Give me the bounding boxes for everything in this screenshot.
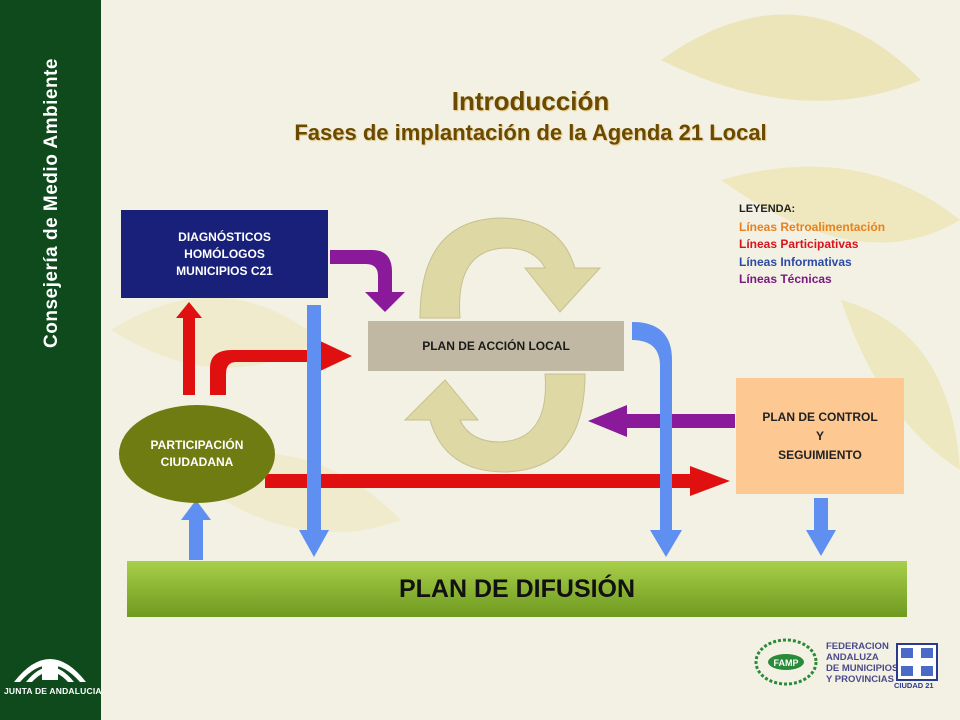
purple-arrow-curved: [330, 250, 405, 312]
blue-arrow-down-right: [806, 498, 836, 556]
ciudad21-logo: [896, 643, 938, 681]
plan-accion-box: PLAN DE ACCIÓN LOCAL: [368, 321, 624, 371]
famp-text: FEDERACION ANDALUZA DE MUNICIPIOS Y PROV…: [826, 641, 899, 685]
page-title: Introducción: [451, 86, 610, 116]
red-arrow-horizontal: [265, 466, 730, 496]
blue-arrow-down-left: [299, 305, 329, 557]
red-arrow-curved: [210, 340, 352, 395]
page-subtitle: Fases de implantación de la Agenda 21 Lo…: [294, 120, 767, 145]
famp-badge: FAMP: [773, 658, 798, 668]
legend: LEYENDA: Líneas Retroalimentación Líneas…: [739, 201, 885, 289]
plan-control-box: PLAN DE CONTROL Y SEGUIMIENTO: [736, 378, 904, 494]
legend-item-retroalimentacion: Líneas Retroalimentación: [739, 219, 886, 234]
blue-arrow-curved-right: [632, 322, 682, 557]
cycle-arrow-top: [419, 217, 602, 319]
plan-difusion-bar: PLAN DE DIFUSIÓN: [127, 561, 907, 617]
junta-andalucia-logo: [14, 659, 86, 682]
legend-item-participativas: Líneas Participativas: [739, 237, 859, 251]
legend-item-tecnicas: Líneas Técnicas: [739, 272, 832, 286]
blue-arrow-up: [181, 500, 211, 560]
legend-title: LEYENDA:: [739, 203, 796, 215]
legend-item-informativas: Líneas Informativas: [739, 254, 852, 269]
sidebar: Consejería de Medio Ambiente JUNTA DE AN…: [0, 0, 102, 720]
junta-logo-text: JUNTA DE ANDALUCIA: [4, 686, 102, 696]
ciudad21-text: CIUDAD 21: [894, 681, 934, 690]
cycle-arrow-bottom: [403, 373, 586, 473]
red-arrow-up: [176, 302, 202, 395]
diagnosticos-box: DIAGNÓSTICOS HOMÓLOGOS MUNICIPIOS C21: [121, 210, 328, 298]
famp-logo: FAMP: [754, 638, 818, 686]
participacion-ellipse: PARTICIPACIÓN CIUDADANA: [119, 405, 275, 503]
